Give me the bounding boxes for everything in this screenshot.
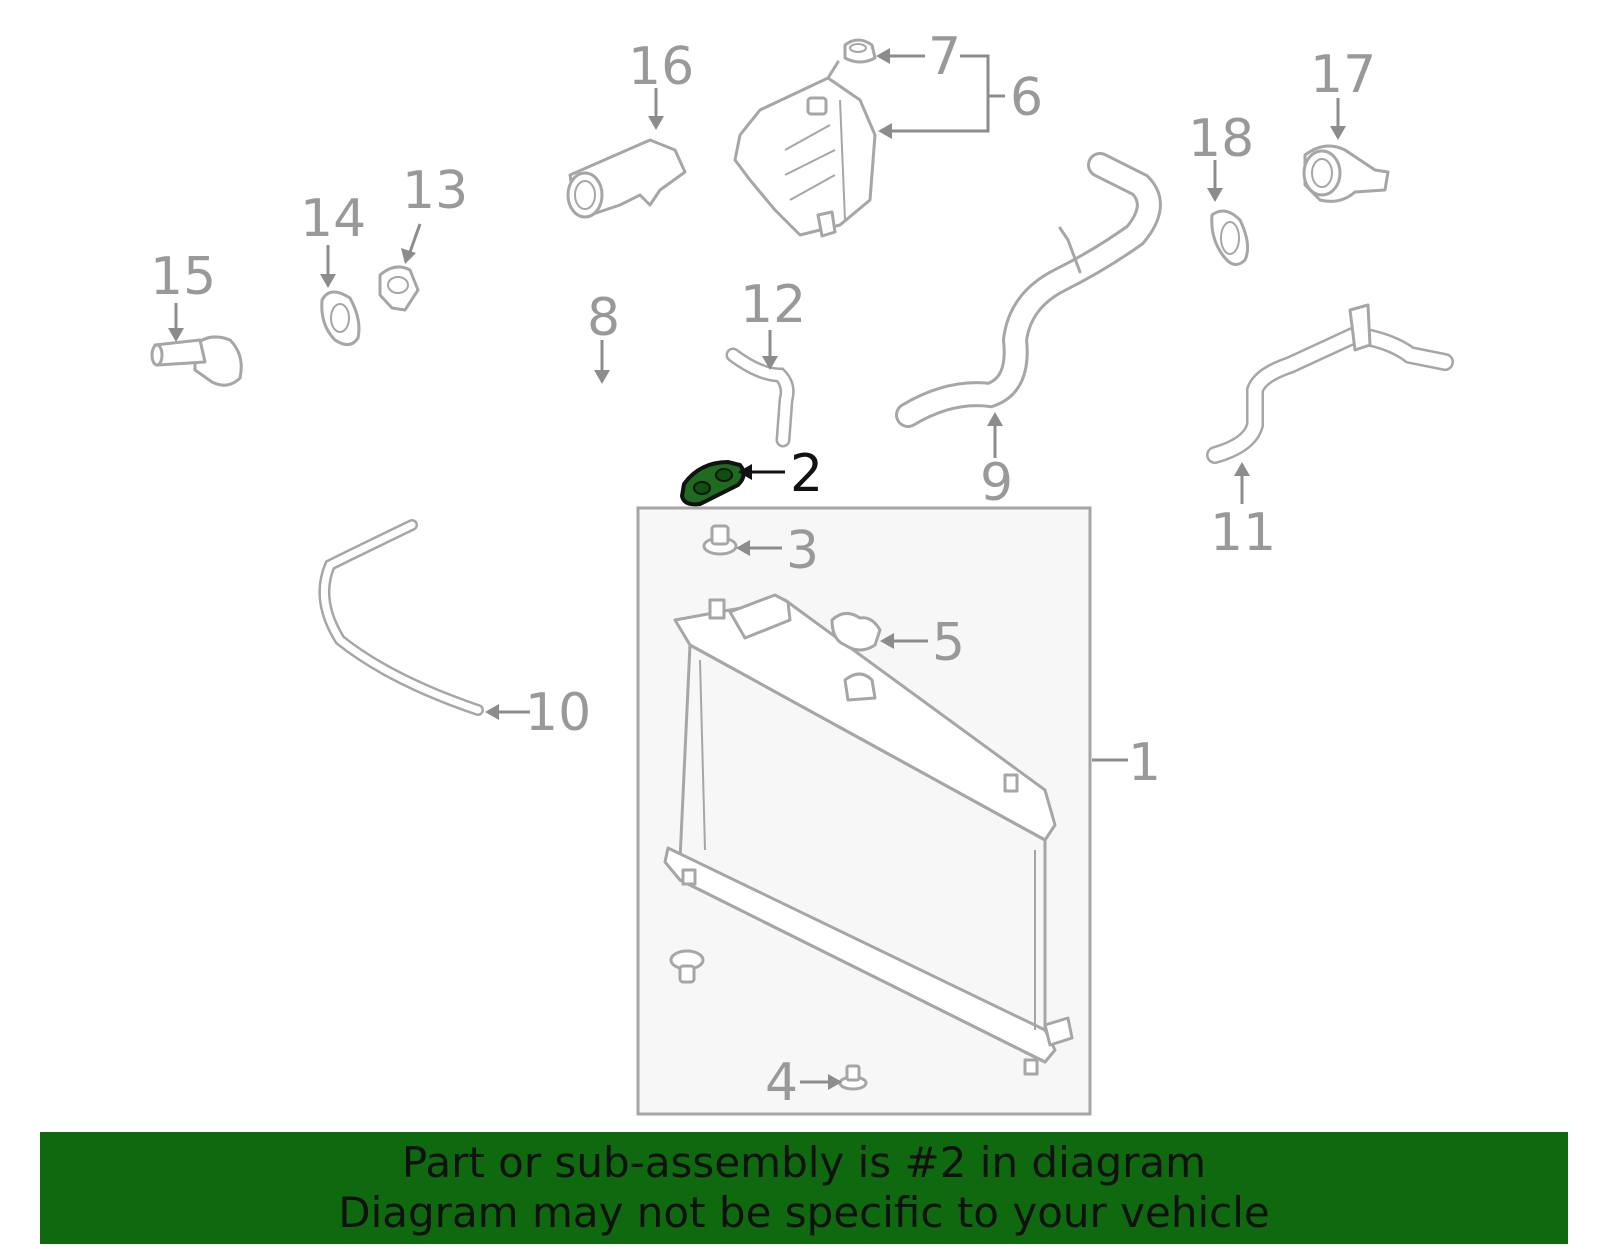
callout-13: 13 — [402, 161, 468, 221]
callout-1: 1 — [1128, 733, 1161, 793]
callout-10: 10 — [525, 683, 591, 743]
callout-8: 8 — [587, 288, 620, 348]
callout-2-highlighted: 2 — [790, 444, 823, 504]
callout-6: 6 — [1010, 68, 1043, 128]
callout-9: 9 — [980, 453, 1013, 513]
callout-15: 15 — [150, 247, 216, 307]
banner-line-2: Diagram may not be specific to your vehi… — [338, 1188, 1270, 1237]
callout-4: 4 — [765, 1053, 798, 1113]
reservoir-tank-part[interactable] — [733, 76, 877, 238]
callout-18: 18 — [1188, 109, 1254, 169]
radiator-part[interactable] — [663, 593, 1074, 1076]
bottom-plug-part[interactable] — [669, 949, 705, 984]
callout-12: 12 — [740, 275, 806, 335]
thermostat-housing-part[interactable] — [566, 138, 687, 219]
callout-3: 3 — [786, 521, 819, 581]
gasket-part-highlighted[interactable] — [679, 459, 746, 507]
hose-9-part[interactable] — [895, 152, 1162, 428]
hose-8-part[interactable] — [433, 331, 627, 408]
thermostat-part[interactable] — [378, 265, 420, 312]
callout-5: 5 — [932, 613, 965, 673]
hose-11-part[interactable] — [1206, 303, 1454, 464]
drain-plug-part[interactable] — [702, 524, 738, 556]
callout-14: 14 — [300, 189, 366, 249]
callout-16: 16 — [628, 37, 694, 97]
water-outlet-15-part[interactable] — [150, 335, 243, 387]
hose-10-part[interactable] — [318, 519, 484, 716]
callout-17: 17 — [1310, 45, 1376, 105]
reservoir-cap-part[interactable] — [826, 38, 877, 80]
banner-line-1: Part or sub-assembly is #2 in diagram — [401, 1138, 1207, 1187]
gasket-14-part[interactable] — [320, 290, 361, 346]
hose-12-part[interactable] — [725, 347, 795, 448]
leader-lines — [168, 48, 1346, 1090]
water-outlet-17-part[interactable] — [1302, 144, 1390, 203]
gasket-18-part[interactable] — [1210, 209, 1250, 266]
callout-labels: 1 2 3 4 5 6 7 8 9 10 11 12 13 14 15 16 1… — [150, 27, 1376, 1113]
callout-11: 11 — [1210, 503, 1276, 563]
callout-7: 7 — [928, 27, 961, 87]
info-banner: Part or sub-assembly is #2 in diagram Di… — [40, 1132, 1568, 1244]
radiator-cap-part[interactable] — [830, 612, 882, 652]
